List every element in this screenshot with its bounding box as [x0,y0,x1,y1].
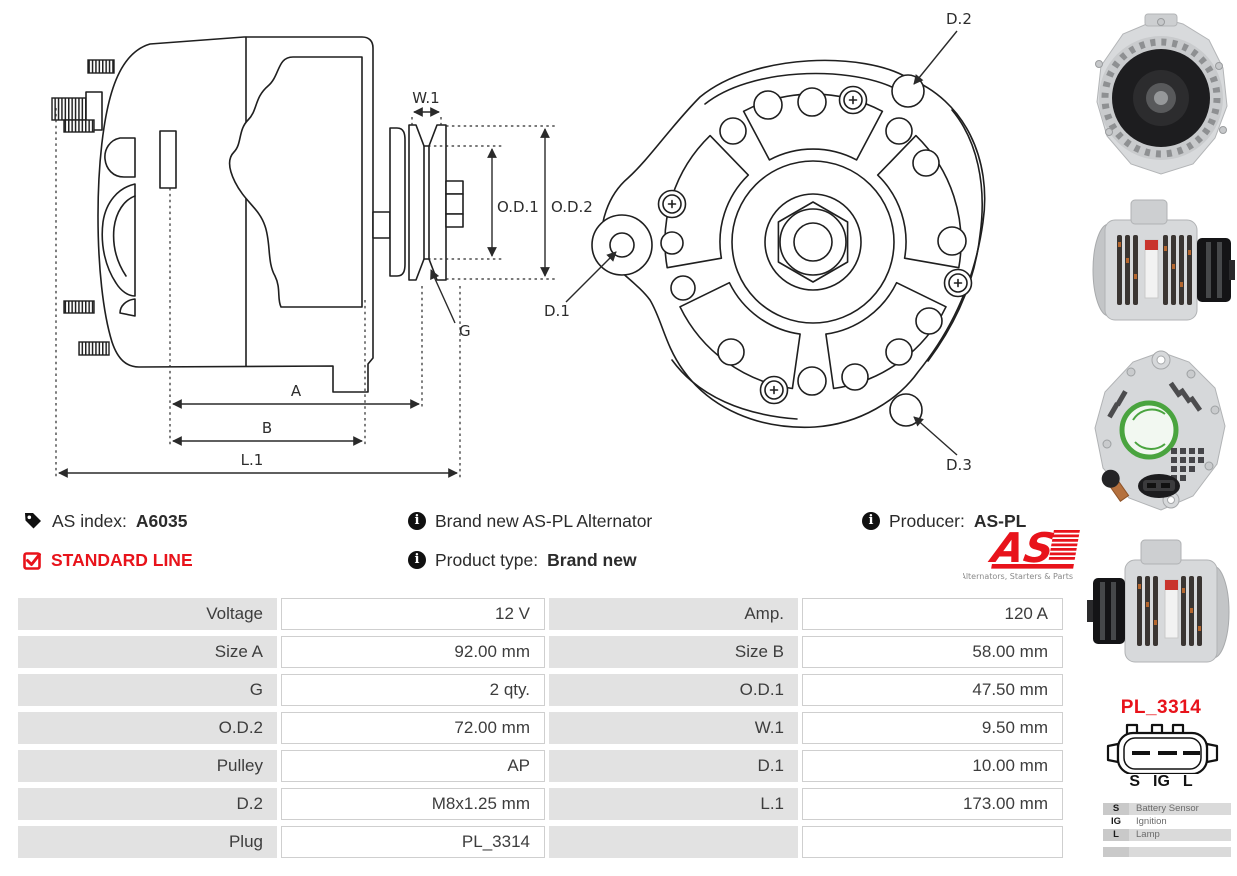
product-photo-front[interactable] [1085,12,1237,184]
spec-label: Voltage [18,598,277,630]
product-photo-rear[interactable] [1085,348,1237,524]
spec-label: O.D.2 [18,712,277,744]
plug-diagram [1106,723,1219,774]
dim-label-w1: W.1 [412,89,439,107]
legend-row: S Battery Sensor [1103,803,1231,815]
dim-label-a: A [291,382,302,400]
dim-label-d1: D.1 [544,302,570,320]
standard-line-label: STANDARD LINE [51,549,193,570]
info-icon: i [408,551,426,569]
technical-drawing: W.1 O.D.1 O.D.2 G A B L.1 [51,10,986,478]
plug-pin-labels: S IG L [1085,773,1237,791]
brand-new-row: i Brand new AS-PL Alternator [408,510,652,532]
legend-desc: Lamp [1129,829,1231,841]
spec-value: 92.00 mm [281,636,545,668]
producer-label: Producer: [889,510,965,531]
pin-legend: S Battery Sensor IG Ignition L Lamp [1103,803,1231,858]
legend-row: IG Ignition [1103,816,1231,828]
side-view-drawing [51,36,464,393]
pin-label-s: S [1129,773,1140,790]
spec-label: D.2 [18,788,277,820]
spec-label: W.1 [549,712,798,744]
product-photo-side-left[interactable] [1085,528,1237,692]
producer-row: i Producer: AS-PL [862,510,1026,532]
as-index-value: A6035 [135,510,188,531]
legend-desc: Ignition [1136,816,1167,827]
as-index-label: AS index: [52,510,127,531]
logo-tagline: Alternators, Starters & Parts [963,572,1073,581]
spec-value: 9.50 mm [802,712,1063,744]
spec-value: 173.00 mm [802,788,1063,820]
spec-value: 72.00 mm [281,712,545,744]
producer-value: AS-PL [973,510,1027,531]
dimension-lines: W.1 O.D.1 O.D.2 G A B L.1 [55,89,593,478]
spec-label: Amp. [549,598,798,630]
spec-value: AP [281,750,545,782]
pin-label-ig: IG [1153,773,1170,790]
spec-value: 58.00 mm [802,636,1063,668]
info-icon: i [862,512,880,530]
legend-key: L [1103,829,1129,841]
legend-desc: Battery Sensor [1129,803,1231,815]
spec-label [549,826,798,858]
spec-label: Plug [18,826,277,858]
product-sidebar: PL_3314 S IG L S [1085,0,1237,876]
as-index-row: AS index: A6035 [23,510,187,532]
spec-label: D.1 [549,750,798,782]
vent-holes [660,87,967,396]
spec-value: 10.00 mm [802,750,1063,782]
legend-key: IG [1110,816,1122,827]
spec-value [802,826,1063,858]
dim-label-d2: D.2 [946,10,972,28]
spec-value: PL_3314 [281,826,545,858]
spec-value: 2 qty. [281,674,545,706]
spec-value: 47.50 mm [802,674,1063,706]
spec-label: Size B [549,636,798,668]
spec-value: M8x1.25 mm [281,788,545,820]
as-pl-logo: AS Alternators, Starters & Parts [963,524,1080,581]
spec-label: Pulley [18,750,277,782]
spec-label: O.D.1 [549,674,798,706]
dim-label-b: B [262,419,272,437]
plug-name: PL_3314 [1120,697,1202,718]
spec-value: 12 V [281,598,545,630]
front-view-drawing: D.2 D.1 D.3 [544,10,986,474]
rivet-screws [657,85,973,405]
dim-label-od2: O.D.2 [551,198,593,216]
product-type-label: Product type: [435,549,539,570]
product-photo-side-right[interactable] [1085,190,1237,346]
legend-row: L Lamp [1103,829,1231,841]
logo-text: AS [986,524,1059,572]
brand-new-text: Brand new AS-PL Alternator [435,510,653,531]
checkbox-icon [23,551,41,570]
spec-table: Voltage 12 V Amp. 120 A Size A 92.00 mm … [18,598,1063,858]
dim-label-g: G [459,322,471,340]
legend-key: S [1103,803,1129,815]
legend-empty-row [1103,847,1231,857]
pin-label-l: L [1182,773,1193,790]
info-icon: i [408,512,426,530]
spec-label: L.1 [549,788,798,820]
spec-label: Size A [18,636,277,668]
dim-label-od1: O.D.1 [497,198,539,216]
standard-line-row: STANDARD LINE [23,549,193,571]
spec-value: 120 A [802,598,1063,630]
tag-icon [25,513,41,529]
dim-label-l1: L.1 [241,451,264,469]
dim-label-d3: D.3 [946,456,972,474]
product-type-value: Brand new [547,549,637,570]
spec-label: G [18,674,277,706]
product-type-row: i Product type: Brand new [408,549,637,571]
